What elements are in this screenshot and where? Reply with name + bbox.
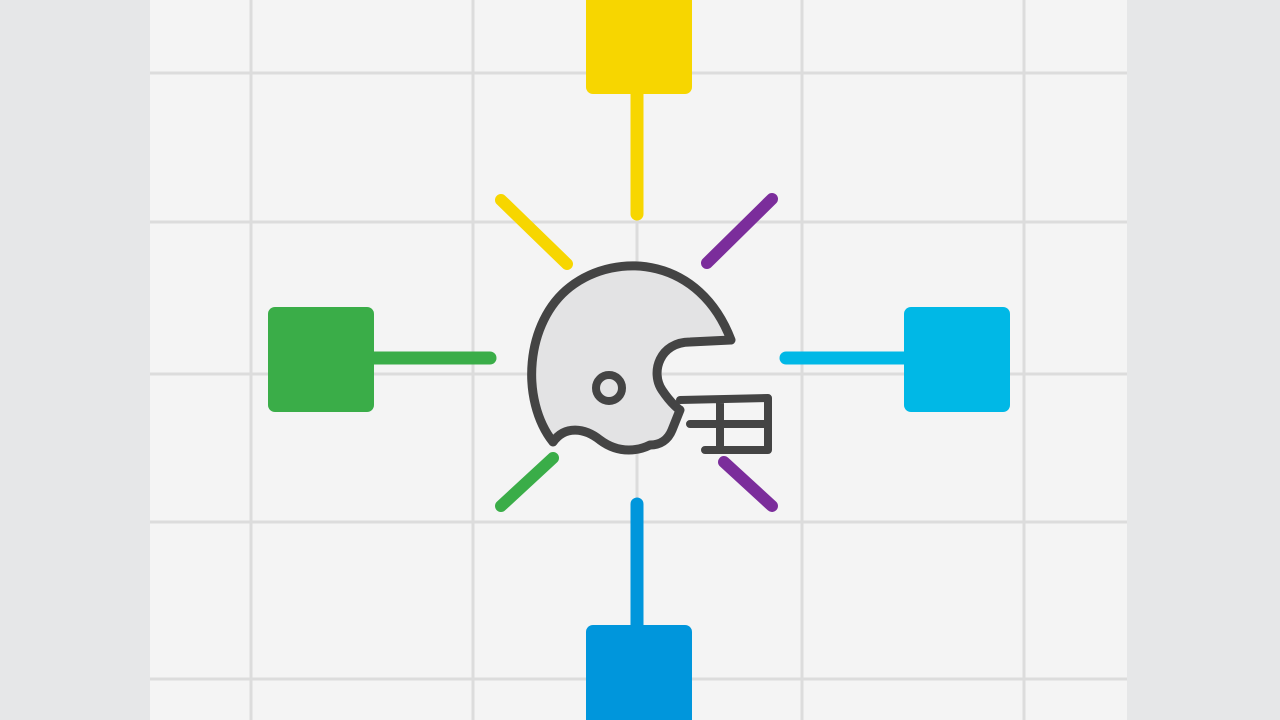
ray-upper-left (495, 194, 573, 270)
node-box-left (268, 307, 374, 412)
helmet-ear-hole (592, 371, 626, 405)
ray-upper-right (701, 193, 778, 269)
node-box-top (586, 0, 692, 94)
helmet-facemask (676, 394, 772, 454)
radiating-rays (495, 193, 778, 512)
ray-lower-left (495, 452, 559, 512)
football-helmet-icon (527, 261, 772, 455)
nodes (268, 0, 1010, 720)
node-box-bottom (586, 625, 692, 720)
node-box-right (904, 307, 1010, 412)
connectors (365, 83, 913, 635)
helmet-shell (527, 261, 736, 455)
ray-lower-right (718, 456, 778, 512)
